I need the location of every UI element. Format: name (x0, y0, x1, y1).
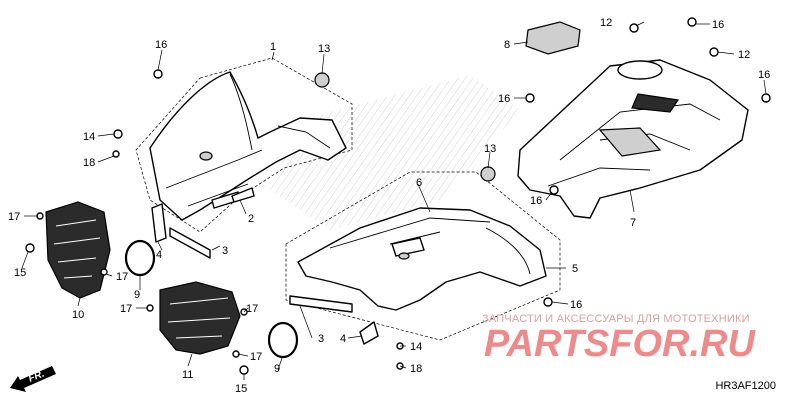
callout-13: 13 (318, 43, 330, 55)
rear-carrier-part-7 (517, 59, 749, 219)
watermark: ЗАПЧАСТИ И АКСЕССУАРЫ ДЛЯ МОТОТЕХНИКИ PA… (482, 313, 756, 365)
callout-16: 16 (758, 69, 770, 81)
callout-16: 16 (570, 299, 582, 311)
callout-1: 1 (270, 41, 276, 53)
callout-10: 10 (72, 309, 84, 321)
rear-fender-part-5 (285, 171, 561, 341)
pad-part-4-center (359, 321, 379, 345)
callout-16: 16 (155, 39, 167, 51)
callout-17: 17 (8, 211, 20, 223)
callout-4: 4 (340, 333, 346, 345)
callout-17: 17 (246, 303, 258, 315)
callout-labels: 16 1 13 14 18 17 15 17 17 17 17 15 10 11… (8, 17, 770, 395)
diagram-reference-code: HR3AF1200 (715, 380, 776, 392)
callout-2: 2 (248, 213, 254, 225)
cap-part-8 (525, 21, 581, 55)
pad-part-3-center (289, 295, 353, 313)
callout-16: 16 (498, 93, 510, 105)
ring-part-9-right (267, 321, 299, 359)
callout-16: 16 (712, 19, 724, 31)
front-direction-arrow: FR. (10, 366, 56, 392)
callout-18: 18 (410, 363, 422, 375)
callout-16: 16 (530, 195, 542, 207)
callout-14: 14 (83, 131, 95, 143)
callout-9: 9 (134, 289, 140, 301)
callout-15: 15 (235, 383, 247, 395)
side-cover-part-10 (45, 201, 111, 299)
callout-13: 13 (484, 143, 496, 155)
callout-9: 9 (274, 363, 280, 375)
callout-7: 7 (630, 217, 636, 229)
callout-17: 17 (120, 303, 132, 315)
side-cover-part-11 (159, 281, 241, 355)
callout-6: 6 (416, 177, 422, 189)
callout-15: 15 (14, 267, 26, 279)
callout-3: 3 (222, 245, 228, 257)
callout-5: 5 (572, 263, 578, 275)
callout-3: 3 (318, 333, 324, 345)
callout-18: 18 (83, 157, 95, 169)
callout-17: 17 (250, 351, 262, 363)
callout-14: 14 (410, 341, 422, 353)
pad-part-4-left (151, 203, 167, 243)
watermark-tagline: ЗАПЧАСТИ И АКСЕССУАРЫ ДЛЯ МОТОТЕХНИКИ (482, 313, 750, 325)
callout-8: 8 (504, 39, 510, 51)
callout-11: 11 (182, 369, 193, 381)
callout-4: 4 (156, 249, 162, 261)
ring-part-9-left (124, 239, 156, 277)
leader-lines (21, 21, 767, 380)
pad-part-3-left (169, 227, 211, 259)
callout-12: 12 (600, 17, 612, 29)
callout-17: 17 (116, 271, 128, 283)
watermark-logo: PARTSFOR.RU (484, 323, 756, 365)
callout-12: 12 (738, 49, 750, 61)
